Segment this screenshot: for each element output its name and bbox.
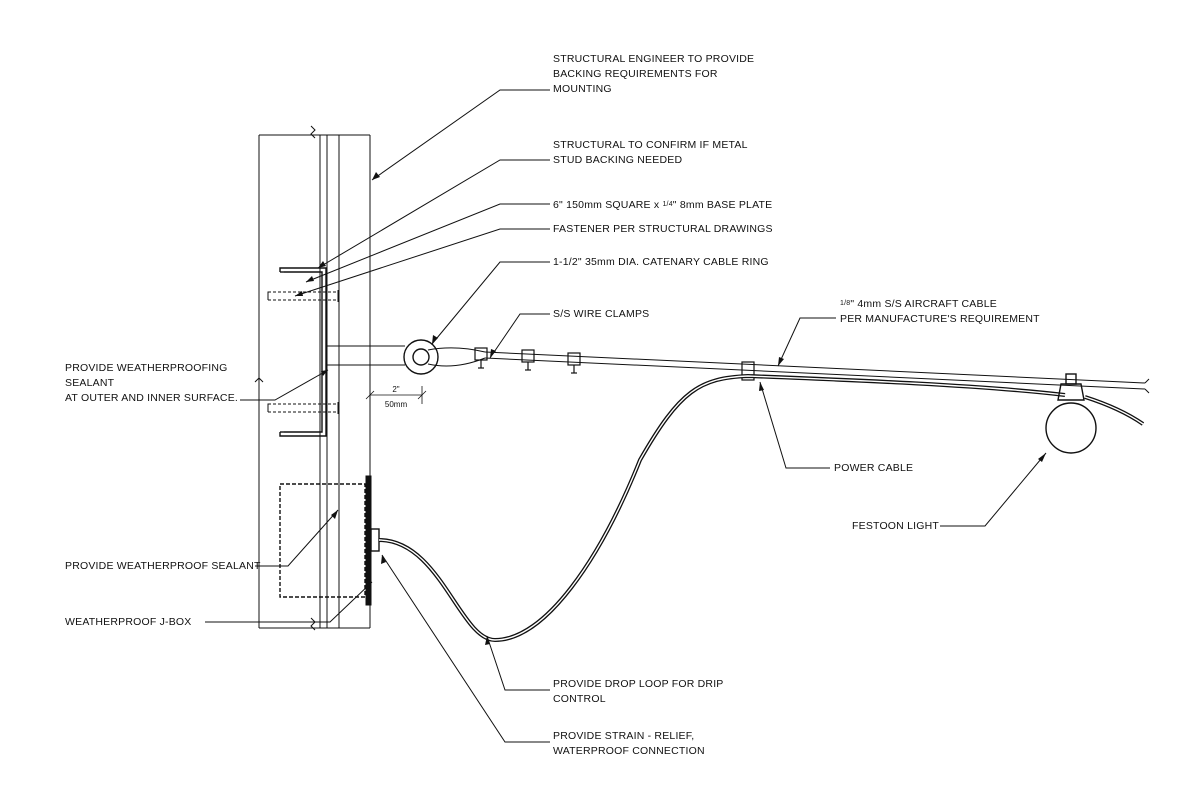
- leader-arrowheads: [295, 172, 1046, 645]
- note-weatherproofing: PROVIDE WEATHERPROOFING SEALANT AT OUTER…: [65, 362, 239, 404]
- dimension-metric: 50mm: [384, 400, 408, 409]
- aircraft-cable: [484, 351, 1150, 394]
- note-jbox: WEATHERPROOF J-BOX: [65, 616, 192, 628]
- base-plate-suffix: " 8mm BASE PLATE: [672, 199, 773, 211]
- fastener-heads: [267, 290, 339, 414]
- dimension-label: 2" 50mm: [378, 385, 414, 409]
- dimension-imperial: 2": [392, 385, 400, 394]
- note-aircraft-cable: 1/8" 4mm S/S AIRCRAFT CABLE PER MANUFACT…: [840, 296, 1040, 327]
- aircraft-cable-line2: PER MANUFACTURE'S REQUIREMENT: [840, 313, 1040, 325]
- cable-tie: [741, 361, 755, 381]
- note-wire-clamps: S/S WIRE CLAMPS: [553, 308, 650, 320]
- note-cable-ring: 1-1/2" 35mm DIA. CATENARY CABLE RING: [553, 256, 769, 268]
- dimension-line: [365, 386, 427, 404]
- base-plate: [279, 267, 327, 437]
- note-weatherproof-sealant: PROVIDE WEATHERPROOF SEALANT: [65, 560, 261, 572]
- aircraft-cable-fraction: 1/8: [840, 300, 851, 307]
- festoon-light: [1045, 373, 1097, 454]
- power-cable: [378, 373, 1145, 643]
- base-plate-fraction: 1/4: [662, 201, 673, 208]
- note-strain-relief: PROVIDE STRAIN - RELIEF, WATERPROOF CONN…: [553, 730, 705, 757]
- note-power-cable: POWER CABLE: [834, 462, 914, 474]
- note-structural-engineer: STRUCTURAL ENGINEER TO PROVIDE BACKING R…: [553, 53, 755, 95]
- note-drop-loop: PROVIDE DROP LOOP FOR DRIP CONTROL: [553, 678, 724, 705]
- leader-lines: [205, 89, 1047, 743]
- base-plate-prefix: 6" 150mm SQUARE x: [553, 199, 663, 211]
- note-base-plate: 6" 150mm SQUARE x 1/4" 8mm BASE PLATE: [553, 197, 772, 213]
- note-fastener: FASTENER PER STRUCTURAL DRAWINGS: [553, 223, 773, 235]
- note-metal-stud: STRUCTURAL TO CONFIRM IF METAL STUD BACK…: [553, 139, 748, 166]
- wall-assembly: [254, 125, 371, 631]
- eye-bolt-shaft: [326, 345, 405, 366]
- note-festoon-light: FESTOON LIGHT: [852, 520, 939, 532]
- cable-ring: [403, 339, 439, 375]
- aircraft-cable-line1: " 4mm S/S AIRCRAFT CABLE: [850, 298, 997, 310]
- junction-box: [279, 475, 380, 606]
- wire-clamps: [474, 347, 581, 374]
